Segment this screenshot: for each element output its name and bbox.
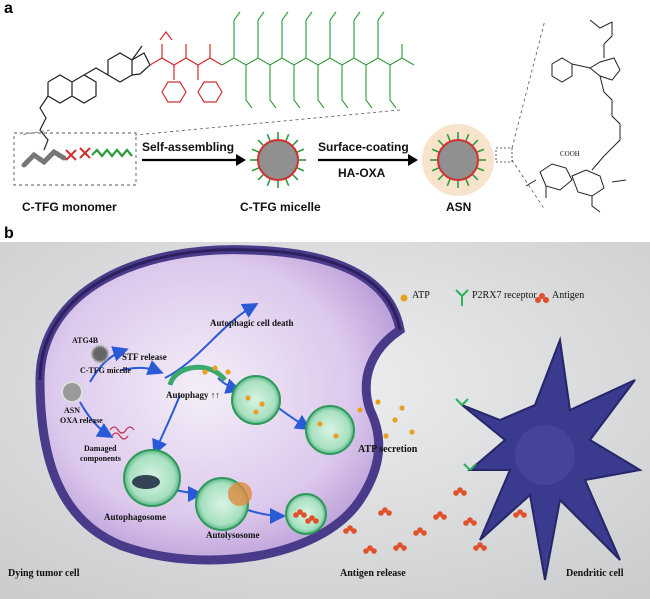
asn-zoom-box	[495, 147, 513, 163]
panel-b-label: b	[4, 225, 14, 242]
ctfg-micelle-small-label: C-TFG micelle	[80, 366, 131, 375]
asn-small-label: ASN	[64, 406, 81, 415]
stf-release-label: STF release	[122, 352, 167, 362]
self-assembling-label: Self-assembling	[142, 140, 235, 154]
autolysosome-label: Autolysosome	[206, 530, 260, 540]
autophagy-cup	[167, 364, 227, 386]
asn-particle	[61, 381, 83, 403]
damaged-label: Damaged	[84, 444, 117, 453]
asn-label: ASN	[446, 200, 472, 214]
legend-antigen-label: Antigen	[552, 290, 585, 301]
vesicle-secreting	[305, 405, 355, 455]
vesicle-1	[231, 375, 281, 425]
legend-p2rx7-icon	[455, 289, 469, 306]
legend-atp-icon	[400, 294, 408, 302]
p2rx7-receptors	[455, 398, 477, 471]
antigen-clusters	[293, 487, 527, 554]
arrow-surface-coating	[318, 154, 418, 166]
panel-a-label: a	[4, 0, 13, 17]
atg4b-label: ATG4B	[72, 336, 99, 345]
ha-oxa-structure	[525, 19, 627, 213]
monomer-label: C-TFG monomer	[22, 200, 117, 214]
damaged-components	[109, 426, 135, 440]
arrow-self-assembling	[142, 154, 246, 166]
antigen-release-label: Antigen release	[340, 568, 406, 579]
monomer-icon	[21, 147, 133, 168]
green-peptide-segment	[221, 11, 415, 109]
micelle-label: C-TFG micelle	[240, 200, 321, 214]
ctfg-micelle-small	[90, 344, 110, 364]
legend-antigen-icon	[535, 293, 549, 303]
atp-dots	[202, 365, 415, 439]
autophagy-label: Autophagy ↑↑	[166, 390, 220, 400]
dendritic-cell-label: Dendritic cell	[566, 568, 624, 579]
autophagosome-label: Autophagosome	[104, 512, 167, 522]
atp-secretion-label: ATP secretion	[358, 444, 418, 455]
monomer-box	[13, 132, 137, 186]
oxa-release-label: OXA release	[60, 416, 103, 425]
dying-cell-label: Dying tumor cell	[8, 568, 80, 579]
surface-coating-label: Surface-coating	[318, 140, 409, 154]
components-label: components	[80, 454, 121, 463]
ha-oxa-label: HA-OXA	[338, 166, 386, 180]
ctfg-micelle-icon	[250, 132, 306, 188]
legend-atp-label: ATP	[412, 290, 430, 301]
legend-p2rx7-label: P2RX7 receptor	[472, 290, 537, 301]
red-peptide-segment	[149, 31, 223, 103]
panel-a-diagram	[13, 11, 627, 213]
asn-icon	[422, 124, 494, 196]
cooh-label: COOH	[560, 150, 580, 158]
autophagic-death-label: Autophagic cell death	[210, 318, 294, 328]
